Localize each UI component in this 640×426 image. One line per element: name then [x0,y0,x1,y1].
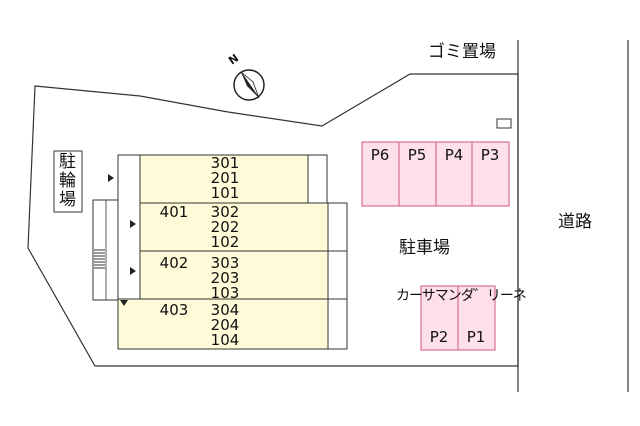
road-label: 道路 [558,212,592,232]
unit-104: 104 [210,331,240,349]
parking-space-p1: P1 [466,328,486,346]
unit-204: 204 [210,316,240,334]
parking-space-p2: P2 [429,328,449,346]
unit-403: 403 [159,301,189,319]
bicycle-parking-box [53,150,83,213]
unit-303: 303 [210,254,240,272]
parking-row-bottom [420,285,496,351]
unit-103: 103 [210,284,240,302]
staircase [92,199,119,301]
building [117,154,348,350]
unit-202: 202 [210,218,240,236]
car-share-label: カーサマンダ゛リーネ [396,288,527,304]
compass-icon [233,69,265,101]
unit-401: 401 [159,203,189,221]
parking-label: 駐車場 [399,238,450,258]
unit-203: 203 [210,269,240,287]
parking-row-top [361,141,510,207]
unit-301: 301 [210,154,240,172]
unit-402: 402 [159,254,189,272]
unit-201: 201 [210,169,240,187]
garbage-box [496,118,512,129]
parking-space-p6: P6 [370,146,390,164]
unit-304: 304 [210,301,240,319]
unit-302: 302 [210,203,240,221]
parking-space-p3: P3 [480,146,500,164]
bicycle-parking-label: 駐 輪 場 [59,152,76,210]
garbage-label: ゴミ置場 [428,42,496,62]
entrance-arrows [108,174,136,306]
unit-101: 101 [210,184,240,202]
parking-space-p4: P4 [444,146,464,164]
unit-102: 102 [210,233,240,251]
parking-space-p5: P5 [407,146,427,164]
